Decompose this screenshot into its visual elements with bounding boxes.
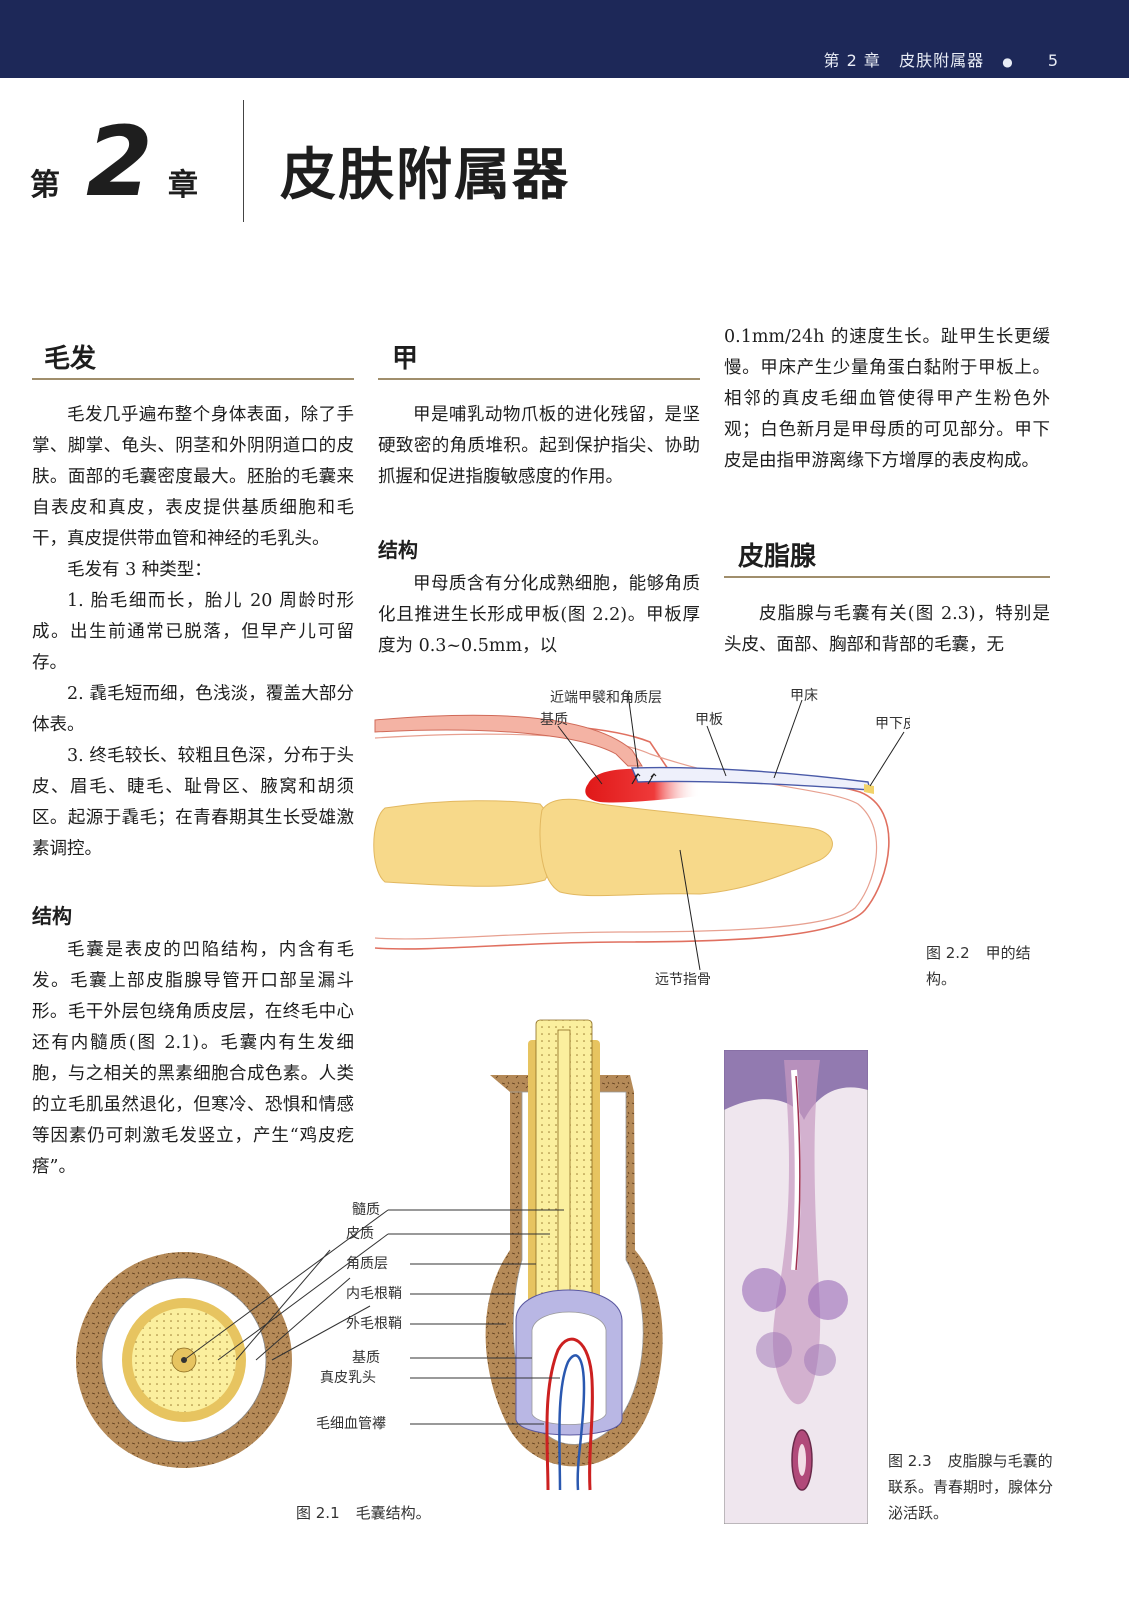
paragraph: 毛发有 3 种类型： xyxy=(67,560,212,580)
label-inner-root-sheath: 内毛根鞘 xyxy=(346,1286,402,1302)
caption-number: 图 2.3 xyxy=(888,1452,932,1470)
figure-2-1-caption: 图 2.1 毛囊结构。 xyxy=(296,1500,616,1526)
caption-text: 甲的结构。 xyxy=(926,944,1031,988)
hair-structure-text: 毛囊是表皮的凹陷结构，内含有毛发。毛囊上部皮脂腺导管开口部呈漏斗形。毛干外层包绕… xyxy=(32,935,354,1183)
label-cuticle: 角质层 xyxy=(346,1256,388,1272)
paragraph: 3. 终毛较长、较粗且色深，分布于头皮、眉毛、睫毛、耻骨区、腋窝和胡须区。起源于… xyxy=(32,746,354,859)
label-hair-matrix: 基质 xyxy=(352,1349,380,1366)
paragraph: 毛发几乎遍布整个身体表面，除了手掌、脚掌、龟头、阴茎和外阴阴道口的皮肤。面部的毛… xyxy=(32,405,354,549)
paragraph: 皮脂腺与毛囊有关(图 2.3)，特别是头皮、面部、胸部和背部的毛囊，无 xyxy=(724,604,1050,655)
section-rule-hair xyxy=(32,378,354,380)
caption-number: 图 2.2 xyxy=(926,944,970,962)
page-number: 5 xyxy=(1047,51,1059,70)
label-proximal-fold: 近端甲襞和角质层 xyxy=(550,689,662,706)
distal-phalanx-bone xyxy=(539,798,833,897)
hair-text: 毛发几乎遍布整个身体表面，除了手掌、脚掌、龟头、阴茎和外阴阴道口的皮肤。面部的毛… xyxy=(32,400,354,865)
chapter-prefix: 第 xyxy=(30,168,60,203)
section-title-nail: 甲 xyxy=(392,344,419,374)
caption-text: 皮脂腺与毛囊的联系。青春期时，腺体分泌活跃。 xyxy=(888,1452,1054,1522)
section-rule-nail xyxy=(378,378,700,380)
finger-outline xyxy=(374,722,890,950)
paragraph: 2. 毳毛短而细，色浅淡，覆盖大部分体表。 xyxy=(32,684,354,735)
running-head: 第 2 章 皮肤附属器 ● 5 xyxy=(824,47,1060,71)
hyponychium xyxy=(864,784,874,794)
label-nail-matrix: 基质 xyxy=(540,711,568,728)
running-chapter-ref: 第 2 章 xyxy=(823,51,881,70)
paragraph: 毛囊是表皮的凹陷结构，内含有毛发。毛囊上部皮脂腺导管开口部呈漏斗形。毛干外层包绕… xyxy=(32,940,354,1177)
label-medulla: 髓质 xyxy=(352,1202,380,1218)
running-chapter-name: 皮肤附属器 xyxy=(899,51,985,70)
subhead-nail-structure: 结构 xyxy=(378,538,418,562)
chapter-number: 2 xyxy=(86,106,153,218)
section-title-hair: 毛发 xyxy=(44,344,97,374)
longitudinal-follicle xyxy=(485,1019,663,1491)
section-rule-sebaceous xyxy=(724,576,1050,578)
label-cortex: 皮质 xyxy=(346,1226,374,1242)
figure-2-2-nail-diagram: 近端甲襞和角质层 基质 甲板 甲床 甲下皮 远节指骨 xyxy=(373,688,910,988)
nail-structure-text: 甲母质含有分化成熟细胞，能够角质化且推进生长形成甲板(图 2.2)。甲板厚度为 … xyxy=(378,569,700,662)
section-title-sebaceous: 皮脂腺 xyxy=(738,542,817,572)
label-outer-root-sheath: 外毛根鞘 xyxy=(346,1316,402,1332)
bullet-dot-icon: ● xyxy=(1002,55,1014,69)
paragraph: 1. 胎毛细而长，胎儿 20 周龄时形成。出生前通常已脱落，但早产儿可留存。 xyxy=(32,591,354,673)
chapter-title: 皮肤附属器 xyxy=(280,142,570,208)
label-dermal-papilla: 真皮乳头 xyxy=(320,1370,376,1386)
label-nail-bed: 甲床 xyxy=(790,688,818,704)
label-nail-plate: 甲板 xyxy=(695,712,723,728)
proximal-nail-fold xyxy=(374,714,643,767)
subhead-hair-structure: 结构 xyxy=(32,904,72,928)
paragraph: 甲母质含有分化成熟细胞，能够角质化且推进生长形成甲板(图 2.2)。甲板厚度为 … xyxy=(378,574,700,656)
sebaceous-text: 皮脂腺与毛囊有关(图 2.3)，特别是头皮、面部、胸部和背部的毛囊，无 xyxy=(724,599,1050,661)
chapter-suffix: 章 xyxy=(168,168,198,203)
middle-phalanx xyxy=(373,800,555,887)
paragraph: 0.1mm/24h 的速度生长。趾甲生长更缓慢。甲床产生少量角蛋白黏附于甲板上。… xyxy=(724,327,1050,471)
nail-text: 甲是哺乳动物爪板的进化残留，是坚硬致密的角质堆积。起到保护指尖、协助抓握和促进指… xyxy=(378,400,700,493)
figure-2-1-hair-follicle-diagram: 髓质 皮质 角质层 内毛根鞘 外毛根鞘 基质 真皮乳头 毛细血管襻 xyxy=(76,1019,663,1491)
label-capillary-loop: 毛细血管襻 xyxy=(316,1416,386,1432)
figure-2-3-histology-image xyxy=(724,1050,868,1524)
caption-text: 毛囊结构。 xyxy=(355,1504,431,1522)
caption-number: 图 2.1 xyxy=(296,1504,340,1522)
chapter-divider xyxy=(243,100,244,222)
paragraph: 甲是哺乳动物爪板的进化残留，是坚硬致密的角质堆积。起到保护指尖、协助抓握和促进指… xyxy=(378,405,700,487)
header-band xyxy=(0,0,1129,78)
label-distal-phalanx: 远节指骨 xyxy=(655,972,711,988)
col3-text: 0.1mm/24h 的速度生长。趾甲生长更缓慢。甲床产生少量角蛋白黏附于甲板上。… xyxy=(724,322,1050,477)
label-hyponychium: 甲下皮 xyxy=(875,716,910,732)
